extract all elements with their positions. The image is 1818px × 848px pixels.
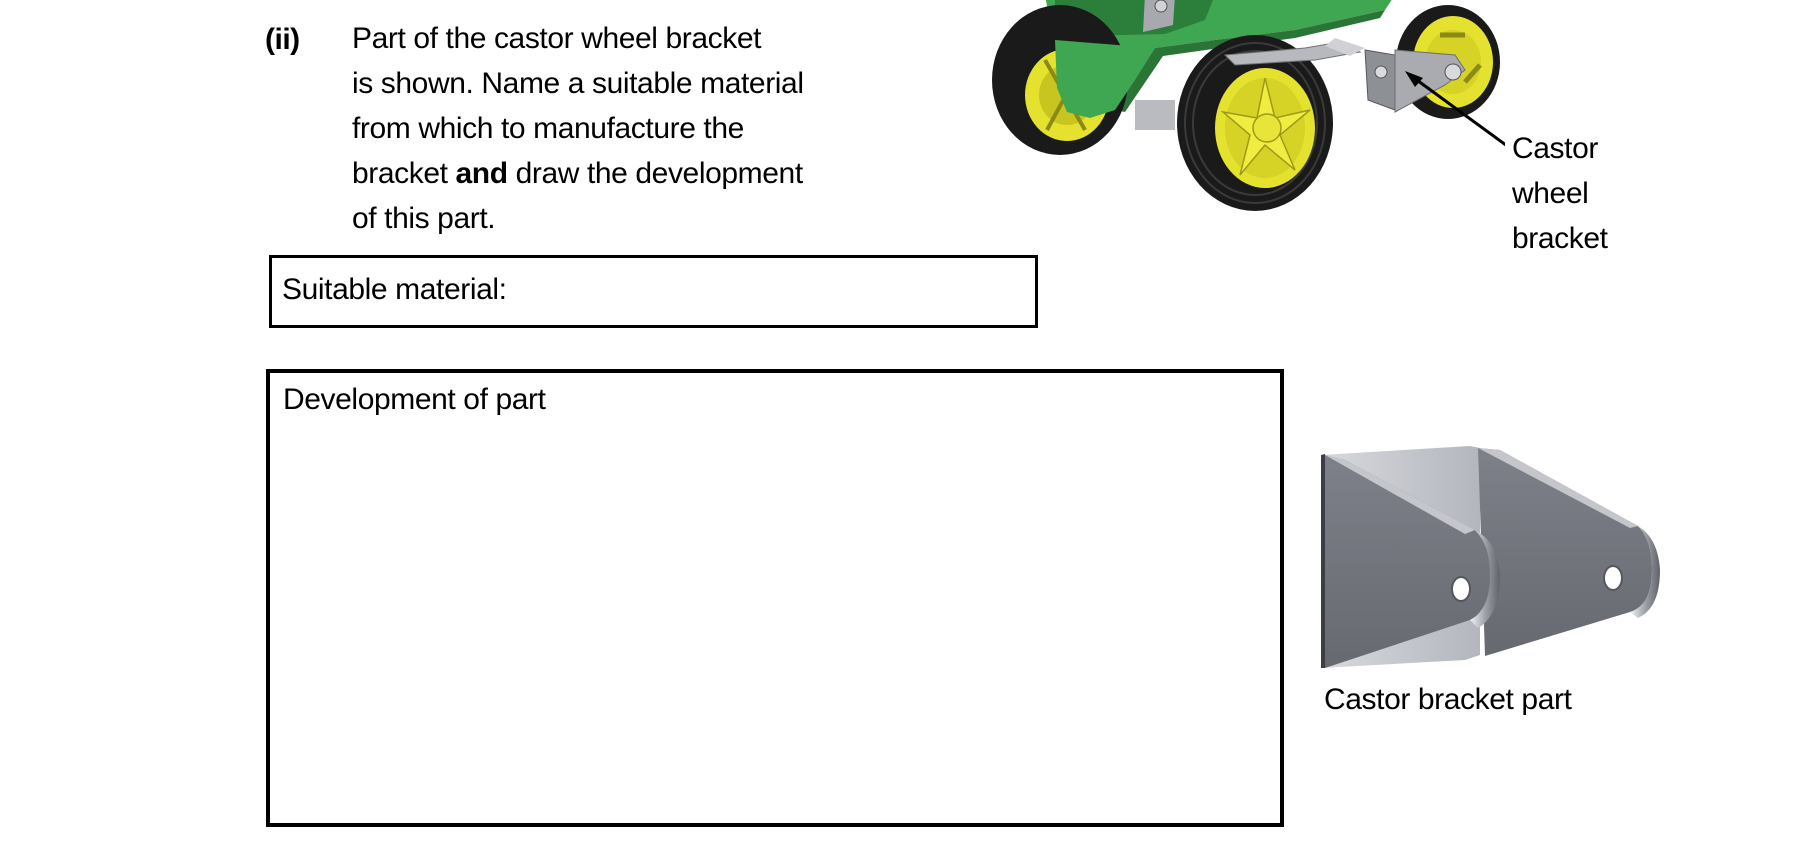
question-line-4-start: bracket xyxy=(352,157,456,190)
development-answer-box[interactable]: Development of part xyxy=(266,369,1284,827)
question-line-5: of this part. xyxy=(352,202,496,235)
castor-bracket-part-illustration xyxy=(1321,446,1660,668)
castor-wheel-bracket-label: Castor wheel bracket xyxy=(1512,126,1608,261)
question-text: Part of the castor wheel bracket is show… xyxy=(352,16,912,241)
question-line-1: Part of the castor wheel bracket xyxy=(352,22,762,55)
question-number: (ii) xyxy=(265,23,300,56)
robot-label-line-1: Castor xyxy=(1512,132,1598,165)
robot-label-line-2: wheel xyxy=(1512,177,1589,210)
question-line-4: bracket and draw the development xyxy=(352,151,912,196)
question-line-2: is shown. Name a suitable material xyxy=(352,67,804,100)
castor-bracket-part-caption: Castor bracket part xyxy=(1324,683,1572,716)
bold-and: and xyxy=(455,157,509,190)
question-line-4-end: draw the development xyxy=(507,157,804,190)
robot-castor-wheel-illustration xyxy=(992,0,1505,211)
robot-label-line-3: bracket xyxy=(1512,222,1608,255)
suitable-material-label: Suitable material: xyxy=(282,273,507,306)
development-label: Development of part xyxy=(283,383,546,416)
question-line-3: from which to manufacture the xyxy=(352,112,744,145)
suitable-material-answer-box[interactable]: Suitable material: xyxy=(269,255,1038,328)
